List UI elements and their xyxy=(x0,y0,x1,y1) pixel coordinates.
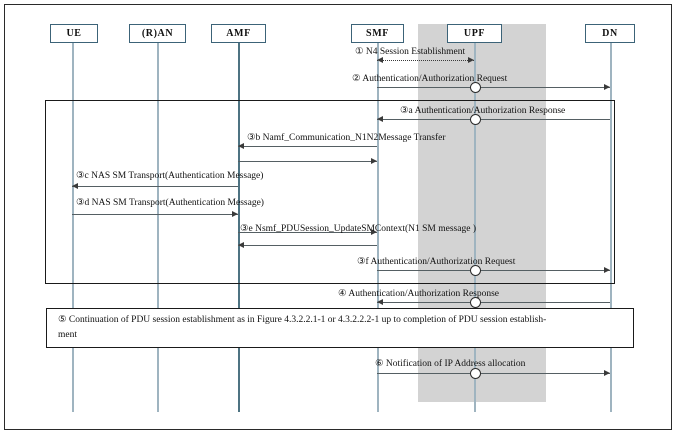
step-5-note xyxy=(46,308,634,348)
step-3b-arrowhead-left-icon xyxy=(238,143,244,149)
step-6-crossing-marker-icon xyxy=(469,367,481,379)
step-3b-ack-line xyxy=(238,161,377,162)
step-3e-ack-line xyxy=(238,245,377,246)
step-5-note-line2: ment xyxy=(58,330,77,340)
step-3d-line xyxy=(72,214,238,215)
lifeline-dn xyxy=(610,42,612,412)
step-2-crossing-marker-icon xyxy=(469,81,481,93)
step-3d-arrowhead-right-icon xyxy=(232,211,238,217)
step-3a-label: ③a Authentication/Authorization Response xyxy=(400,106,566,116)
lifeline-ran xyxy=(157,42,159,412)
step-6-label: ⑥ Notification of IP Address allocation xyxy=(375,359,526,369)
step-1-arrowhead-right-icon xyxy=(468,57,474,63)
step-3f-arrowhead-right-icon xyxy=(604,267,610,273)
diagram-frame: ① N4 Session Establishment ② Authenticati… xyxy=(4,4,672,430)
step-3c-line xyxy=(72,186,238,187)
step-3d-label: ③d NAS SM Transport(Authentication Messa… xyxy=(76,198,264,208)
lifeline-amf xyxy=(238,42,240,412)
step-3a-crossing-marker-icon xyxy=(469,113,481,125)
step-3c-arrowhead-left-icon xyxy=(72,183,78,189)
step-5-note-line1: ⑤ Continuation of PDU session establishm… xyxy=(58,315,547,325)
step-3a-line xyxy=(377,119,610,120)
step-2-label: ② Authentication/Authorization Request xyxy=(352,74,508,84)
actor-box-amf: AMF xyxy=(211,24,266,43)
step-3e-arrowhead-right-icon xyxy=(371,229,377,235)
step-3e-line xyxy=(238,232,377,233)
actor-box-ran: (R)AN xyxy=(129,24,186,43)
step-3c-label: ③c NAS SM Transport(Authentication Messa… xyxy=(76,171,264,181)
actor-box-smf: SMF xyxy=(351,24,404,43)
step-5-note-text: ⑤ Continuation of PDU session establishm… xyxy=(58,313,626,343)
step-3f-crossing-marker-icon xyxy=(469,264,481,276)
step-6-arrowhead-right-icon xyxy=(604,370,610,376)
actor-box-dn: DN xyxy=(585,24,635,43)
step-3e-label: ③e Nsmf_PDUSession_UpdateSMContext(N1 SM… xyxy=(240,224,476,234)
lifeline-smf xyxy=(377,42,379,412)
step-1-label: ① N4 Session Establishment xyxy=(355,47,466,57)
step-3b-line xyxy=(238,146,377,147)
lifeline-upf xyxy=(474,42,476,412)
step-3f-line xyxy=(377,270,610,271)
step-3a-arrowhead-left-icon xyxy=(377,116,383,122)
step-4-arrowhead-left-icon xyxy=(377,299,383,305)
step-3b-ack-arrowhead-right-icon xyxy=(371,158,377,164)
step-6-line xyxy=(377,373,610,374)
step-2-arrowhead-right-icon xyxy=(604,84,610,90)
actor-box-upf: UPF xyxy=(447,24,502,43)
lifeline-ue xyxy=(72,42,74,412)
step-2-line xyxy=(377,87,610,88)
step-3e-ack-arrowhead-left-icon xyxy=(238,242,244,248)
step-4-line xyxy=(377,302,610,303)
actor-box-ue: UE xyxy=(50,24,98,43)
step-3f-label: ③f Authentication/Authorization Request xyxy=(357,257,516,267)
step-3b-label: ③b Namf_Communication_N1N2Message Transf… xyxy=(247,133,446,143)
step-1-arrowhead-left-icon xyxy=(377,57,383,63)
step-4-label: ④ Authentication/Authorization Response xyxy=(338,289,500,299)
step-4-crossing-marker-icon xyxy=(469,296,481,308)
step-1-line xyxy=(377,60,474,61)
step-3-group xyxy=(45,100,615,284)
